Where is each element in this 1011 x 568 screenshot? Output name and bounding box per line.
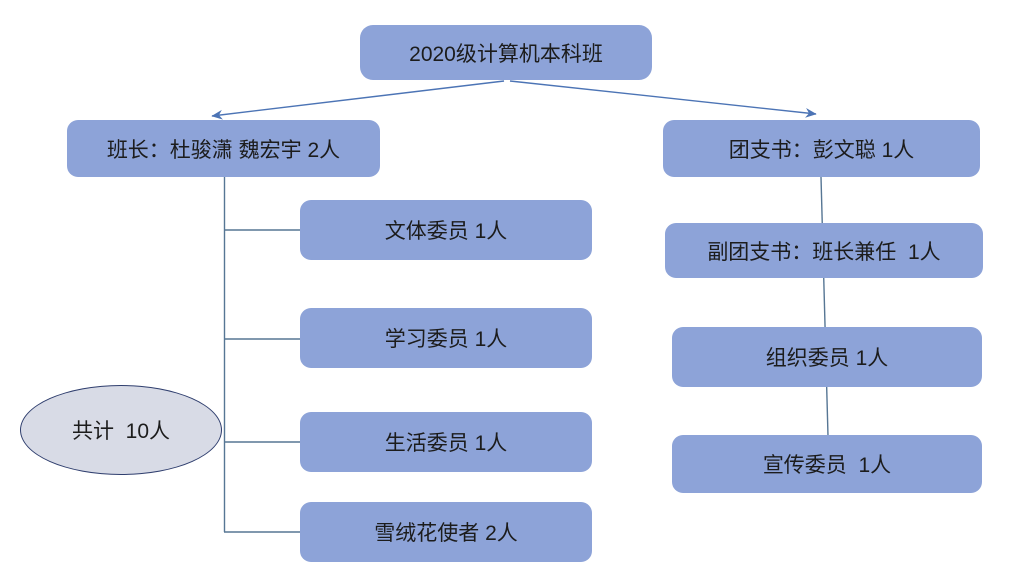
node-publicity-committee-label: 宣传委员 1人 [762, 454, 892, 477]
league-spine [820, 176, 829, 437]
total-count-label: 共计 10人 [71, 420, 171, 443]
node-class-monitor-label: 班长：杜骏潇 魏宏宇 2人 [106, 138, 341, 162]
arrow-root-to-monitor [211, 80, 505, 120]
node-league-secretary: 团支书：彭文聪 1人 [663, 120, 980, 177]
node-class-root: 2020级计算机本科班 [360, 25, 652, 80]
total-count-ellipse: 共计 10人 [20, 385, 222, 475]
node-class-root-label: 2020级计算机本科班 [409, 42, 603, 66]
node-life-committee: 生活委员 1人 [300, 412, 592, 472]
node-organization-committee-label: 组织委员 1人 [765, 347, 889, 370]
node-publicity-committee: 宣传委员 1人 [672, 435, 982, 493]
node-class-monitor: 班长：杜骏潇 魏宏宇 2人 [67, 120, 380, 177]
node-edelweiss-ambassador: 雪绒花使者 2人 [300, 502, 592, 562]
node-sports-committee: 文体委员 1人 [300, 200, 592, 260]
node-organization-committee: 组织委员 1人 [672, 327, 982, 387]
node-league-secretary-label: 团支书：彭文聪 1人 [728, 138, 915, 162]
node-deputy-league-secretary: 副团支书：班长兼任 1人 [665, 223, 983, 278]
node-deputy-league-secretary-label: 副团支书：班长兼任 1人 [707, 240, 941, 264]
arrow-root-to-league [509, 80, 817, 118]
node-study-committee: 学习委员 1人 [300, 308, 592, 368]
node-edelweiss-ambassador-label: 雪绒花使者 2人 [374, 522, 518, 545]
node-study-committee-label: 学习委员 1人 [384, 328, 508, 351]
node-sports-committee-label: 文体委员 1人 [384, 220, 508, 243]
node-life-committee-label: 生活委员 1人 [384, 432, 508, 455]
